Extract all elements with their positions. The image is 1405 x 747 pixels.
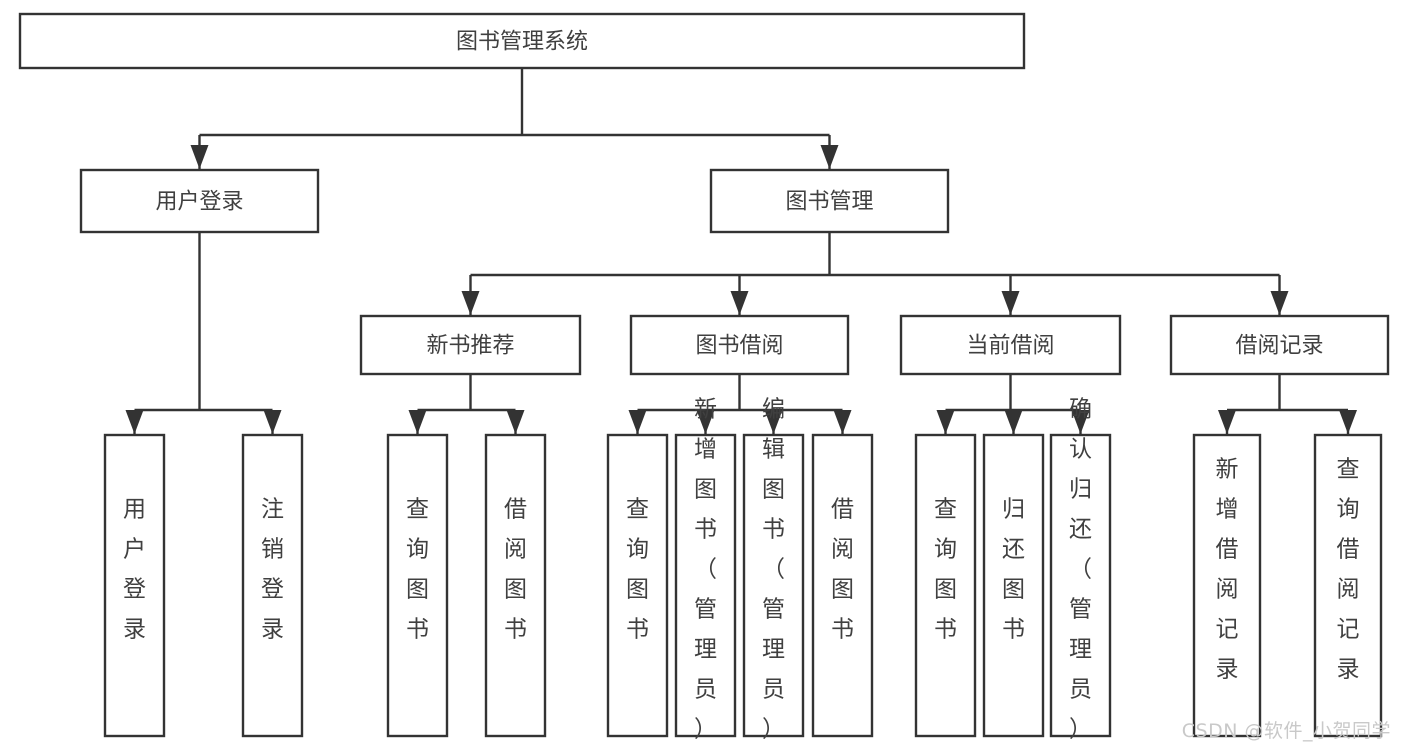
arrow-to-leaf-logout [263,410,282,434]
arrow-to-leaf-borrow-book-2 [833,410,852,434]
node-book-management-label: 图书管理 [785,190,873,215]
leaf-query-record-rect [1313,433,1383,738]
leaf-user-login[interactable]: 用户登录 [103,433,166,738]
leaf-return-book[interactable]: 归还图书 [982,433,1045,738]
node-current-borrow-label: 当前借阅 [966,334,1054,359]
node-borrow-record-label: 借阅记录 [1235,334,1323,359]
node-root-rect [18,12,1026,70]
leaf-edit-book-rect [742,433,805,738]
node-user-login-label: 用户登录 [155,190,243,215]
leaf-edit-book[interactable]: 编辑图书（管理员） [742,397,805,743]
node-new-book-recommend-rect [359,314,582,376]
leaf-add-record[interactable]: 新增借阅记录 [1192,433,1262,738]
leaf-borrow-book-1-rect [484,433,547,738]
leaf-query-book-3[interactable]: 查询图书 [914,433,977,738]
node-book-management[interactable]: 图书管理 [709,168,950,234]
node-borrow-record-rect [1169,314,1390,376]
arrow-to-leaf-query-record [1339,410,1357,434]
leaf-query-book-3-rect [914,433,977,738]
arrow-to-leaf-query-book-3 [936,410,955,434]
leaf-borrow-book-2[interactable]: 借阅图书 [811,433,874,738]
node-new-book-recommend-label: 新书推荐 [426,334,514,359]
leaf-edit-book-label: 编辑图书（管理员） [762,397,785,743]
leaf-logout-rect [241,433,304,738]
arrow-to-leaf-edit-book [764,410,783,434]
arrow-to-leaf-user-login [125,410,144,434]
leaf-add-book-label: 新增图书（管理员） [694,397,717,743]
node-user-login[interactable]: 用户登录 [79,168,320,234]
leaf-return-book-label: 归还图书 [1002,497,1025,643]
node-boxes-group: 图书管理系统用户登录图书管理新书推荐图书借阅当前借阅借阅记录用户登录注销登录查询… [18,12,1390,743]
leaf-borrow-book-1[interactable]: 借阅图书 [484,433,547,738]
leaf-logout-label: 注销登录 [261,497,284,643]
leaf-user-login-rect [103,433,166,738]
arrow-to-new-book-recommend [461,291,480,315]
node-current-borrow[interactable]: 当前借阅 [899,314,1122,376]
leaf-query-book-1-label: 查询图书 [406,497,429,643]
arrow-to-book-management [820,145,839,169]
connector-lines-group [125,68,1357,434]
leaf-add-record-label: 新增借阅记录 [1216,457,1239,683]
leaf-return-book-rect [982,433,1045,738]
node-user-login-rect [79,168,320,234]
leaf-user-login-label: 用户登录 [123,497,146,643]
arrow-to-leaf-borrow-book-1 [506,410,525,434]
arrow-to-leaf-confirm-return [1071,410,1090,434]
leaf-confirm-return-label: 确认归还（管理员） [1069,397,1092,743]
leaf-query-book-2-rect [606,433,669,738]
leaf-query-book-1[interactable]: 查询图书 [386,433,449,738]
leaf-add-book[interactable]: 新增图书（管理员） [674,397,737,743]
arrow-to-current-borrow [1001,291,1020,315]
node-new-book-recommend[interactable]: 新书推荐 [359,314,582,376]
leaf-query-book-2-label: 查询图书 [626,497,649,643]
arrow-to-user-login [190,145,209,169]
node-current-borrow-rect [899,314,1122,376]
node-book-borrow[interactable]: 图书借阅 [629,314,850,376]
node-book-borrow-rect [629,314,850,376]
leaf-confirm-return[interactable]: 确认归还（管理员） [1049,397,1112,743]
leaf-add-record-rect [1192,433,1262,738]
node-root-label: 图书管理系统 [456,30,588,55]
arrow-to-leaf-query-book-2 [628,410,647,434]
leaf-borrow-book-2-label: 借阅图书 [831,497,854,643]
leaf-logout[interactable]: 注销登录 [241,433,304,738]
node-borrow-record[interactable]: 借阅记录 [1169,314,1390,376]
leaf-query-record-label: 查询借阅记录 [1337,457,1360,683]
leaf-borrow-book-1-label: 借阅图书 [504,497,527,643]
leaf-query-book-2[interactable]: 查询图书 [606,433,669,738]
node-root[interactable]: 图书管理系统 [18,12,1026,70]
arrow-to-borrow-record [1270,291,1289,315]
arrow-to-leaf-return-book [1004,410,1023,434]
arrow-to-leaf-query-book-1 [408,410,427,434]
arrow-to-leaf-add-book [696,410,715,434]
leaf-query-record[interactable]: 查询借阅记录 [1313,433,1383,738]
leaf-borrow-book-2-rect [811,433,874,738]
leaf-add-book-rect [674,433,737,738]
leaf-query-book-3-label: 查询图书 [934,497,957,643]
arrow-to-book-borrow [730,291,749,315]
leaf-query-book-1-rect [386,433,449,738]
leaf-confirm-return-rect [1049,433,1112,738]
node-book-borrow-label: 图书借阅 [695,334,783,359]
arrow-to-leaf-add-record [1218,410,1236,434]
node-book-management-rect [709,168,950,234]
